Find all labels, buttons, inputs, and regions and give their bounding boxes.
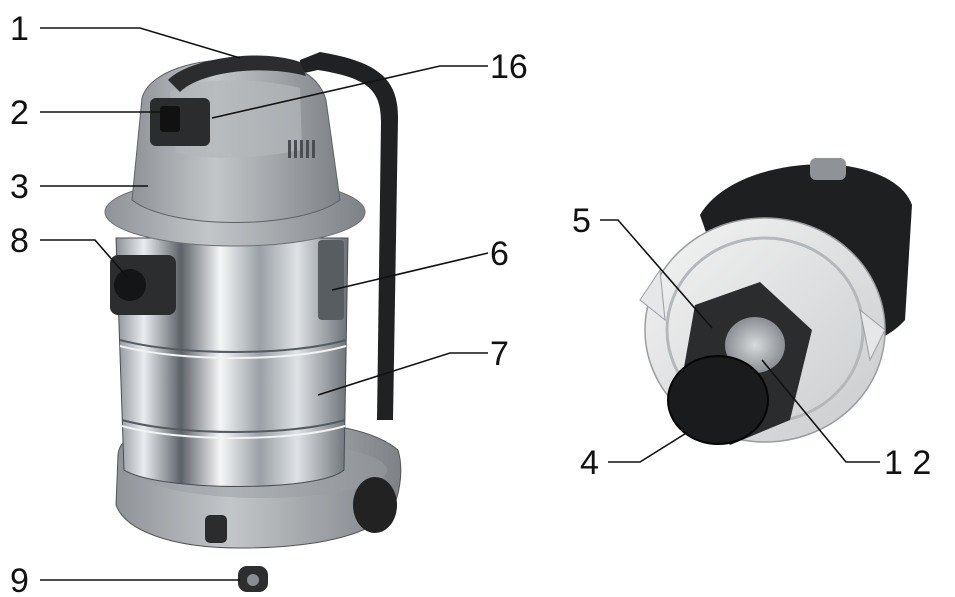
drain-valve xyxy=(205,515,227,543)
filter-end-cap xyxy=(667,355,769,445)
callout-4: 4 xyxy=(580,444,599,482)
leader-7 xyxy=(317,352,488,396)
leader-lines xyxy=(40,27,880,581)
leader-1 xyxy=(40,27,241,59)
leader-6 xyxy=(331,252,489,291)
vacuum-cleaner-illustration xyxy=(104,52,402,592)
callout-6: 6 xyxy=(490,235,509,273)
carry-handle xyxy=(168,55,306,92)
trolley-handle xyxy=(300,52,398,420)
leader-8 xyxy=(40,239,129,279)
callout-16: 16 xyxy=(490,48,528,86)
callout-2: 2 xyxy=(10,94,29,132)
leader-5 xyxy=(600,219,713,329)
callout-7: 7 xyxy=(490,335,509,373)
tank-latch xyxy=(318,240,344,320)
callout-3: 3 xyxy=(10,168,29,206)
leader-12 xyxy=(761,359,880,463)
callout-8: 8 xyxy=(10,222,29,260)
callout-labels: 1 2 3 8 9 16 6 7 5 4 1 2 xyxy=(10,10,931,597)
vent-slots xyxy=(288,140,315,158)
leader-16 xyxy=(211,65,488,119)
filter-mesh xyxy=(725,317,785,373)
leader-4 xyxy=(608,431,689,463)
callout-12: 1 2 xyxy=(884,444,931,482)
filter-assembly-illustration xyxy=(639,158,912,445)
callout-5: 5 xyxy=(572,202,591,240)
callout-1: 1 xyxy=(10,10,29,48)
callout-9: 9 xyxy=(10,562,29,597)
rear-wheel xyxy=(353,477,397,533)
